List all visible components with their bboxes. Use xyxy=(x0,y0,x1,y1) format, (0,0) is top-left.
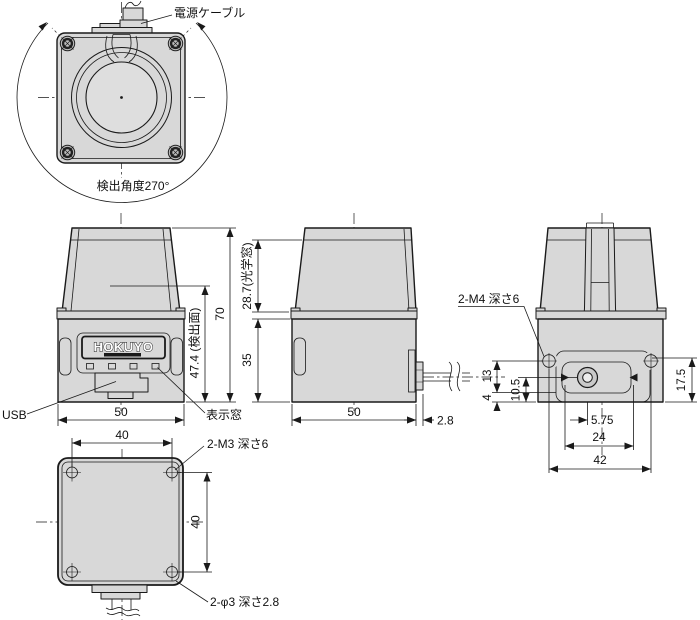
extension-lines-left xyxy=(252,239,302,403)
sensor-head xyxy=(294,227,417,313)
cable-lines xyxy=(423,372,470,382)
indicator-led xyxy=(108,363,116,370)
logo-subtitle-bar xyxy=(104,353,141,357)
front-view: HOKUYO USB 表示窓 47.4 (検出面) 70 50 xyxy=(2,213,242,426)
side-recess xyxy=(293,337,306,376)
extension-lines-42 xyxy=(548,369,652,473)
base-plate xyxy=(57,457,184,586)
dim-10-5: 10.5 xyxy=(511,379,523,401)
base-plate-inner-line xyxy=(61,461,180,582)
cable-break xyxy=(448,361,461,392)
m4-screw-left xyxy=(540,352,558,370)
top-corner-screws xyxy=(59,35,184,161)
top-view: 電源ケーブル 検出角度270° xyxy=(16,0,245,203)
logo-text: HOKUYO xyxy=(93,340,153,355)
cable-connector xyxy=(415,361,505,392)
cable-block xyxy=(122,7,144,21)
usb-connector xyxy=(94,372,149,399)
screw-icon xyxy=(59,35,76,52)
cable-flange xyxy=(119,19,148,28)
power-cable xyxy=(91,0,153,34)
dim-40-horizontal: 40 xyxy=(115,428,129,442)
side-recess-right xyxy=(170,337,183,376)
display-window-indicators xyxy=(86,363,160,370)
dim-28-7: 28.7(光学窓) xyxy=(239,242,254,309)
head-facet-line xyxy=(403,228,410,312)
dim-50: 50 xyxy=(114,405,128,419)
scanner-lens xyxy=(71,47,172,148)
side-recess-left xyxy=(59,337,72,376)
body xyxy=(291,318,417,403)
m4-note-label: 2-M4 深さ6 xyxy=(458,292,520,306)
flange xyxy=(535,310,667,320)
rear-view: 2-M4 深さ6 13 4 10.5 17.5 5.75 24 42 xyxy=(458,213,697,473)
head-channel xyxy=(577,222,623,319)
logo-plate: HOKUYO xyxy=(81,335,166,360)
dim-17-5: 17.5 xyxy=(676,369,688,391)
lens-center-point xyxy=(120,96,123,99)
m3-note-label: 2-M3 深さ6 xyxy=(207,437,269,451)
phi3-note-label: 2-φ3 深さ2.8 xyxy=(210,595,279,609)
connector-plate xyxy=(555,350,651,403)
head-facet-lines xyxy=(70,228,172,312)
screw-icon xyxy=(167,144,184,161)
detection-angle-label: 検出角度270° xyxy=(97,178,170,193)
dim-35: 35 xyxy=(240,353,254,367)
detection-angle-arc xyxy=(16,22,228,203)
phi3-note-leader xyxy=(175,580,209,603)
cable-break xyxy=(124,0,142,9)
cable-lines xyxy=(111,599,132,610)
m4-note-leader xyxy=(458,306,545,357)
connector-pin-hole xyxy=(582,372,593,383)
arc-arrow-left xyxy=(38,22,47,31)
housing-inner-line xyxy=(61,37,181,159)
dim-4: 4 xyxy=(482,394,494,401)
screw-icon xyxy=(59,144,76,161)
side-view: 28.7(光学窓) 35 50 2.8 xyxy=(239,213,505,428)
sensor-head xyxy=(61,227,181,313)
indicator-led xyxy=(86,363,94,370)
usb-leader xyxy=(26,381,117,415)
bottom-cable xyxy=(91,584,148,617)
bottom-view: 40 40 2-M3 深さ6 2-φ3 深さ2.8 xyxy=(36,428,279,620)
dim-42: 42 xyxy=(593,453,607,467)
dim-13: 13 xyxy=(482,370,494,383)
lens-mid-circle xyxy=(76,52,167,143)
m3-note-leader xyxy=(174,445,205,471)
power-cable-label: 電源ケーブル xyxy=(174,5,245,20)
dim-47-4: 47.4 (検出面) xyxy=(188,308,202,379)
display-window-label: 表示窓 xyxy=(206,407,242,422)
dim-70: 70 xyxy=(213,307,227,321)
indicator-led xyxy=(129,363,138,370)
dim-5-75: 5.75 xyxy=(591,415,613,427)
arc-arrow-right xyxy=(197,22,206,31)
indicator-led xyxy=(151,363,160,370)
hole-icon xyxy=(63,563,81,581)
connector-recess xyxy=(408,349,416,393)
usb-label: USB xyxy=(2,408,27,422)
extension-lines-24 xyxy=(564,385,634,450)
power-cable-leader xyxy=(140,14,173,24)
dim-2-8: 2.8 xyxy=(437,414,454,428)
screw-icon xyxy=(167,35,184,52)
dim-50: 50 xyxy=(347,405,361,419)
extension-lines-70 xyxy=(172,227,236,403)
dim-40-vertical: 40 xyxy=(189,515,203,529)
dim-24: 24 xyxy=(592,430,606,444)
extension-lines-left xyxy=(492,360,577,403)
flange xyxy=(290,310,418,320)
lens-clamp xyxy=(105,34,138,63)
display-window-leader xyxy=(157,367,206,414)
m4-screw-right xyxy=(642,352,660,370)
flange xyxy=(56,310,186,320)
cable-break xyxy=(105,607,141,617)
jack-screw-right xyxy=(629,373,638,382)
